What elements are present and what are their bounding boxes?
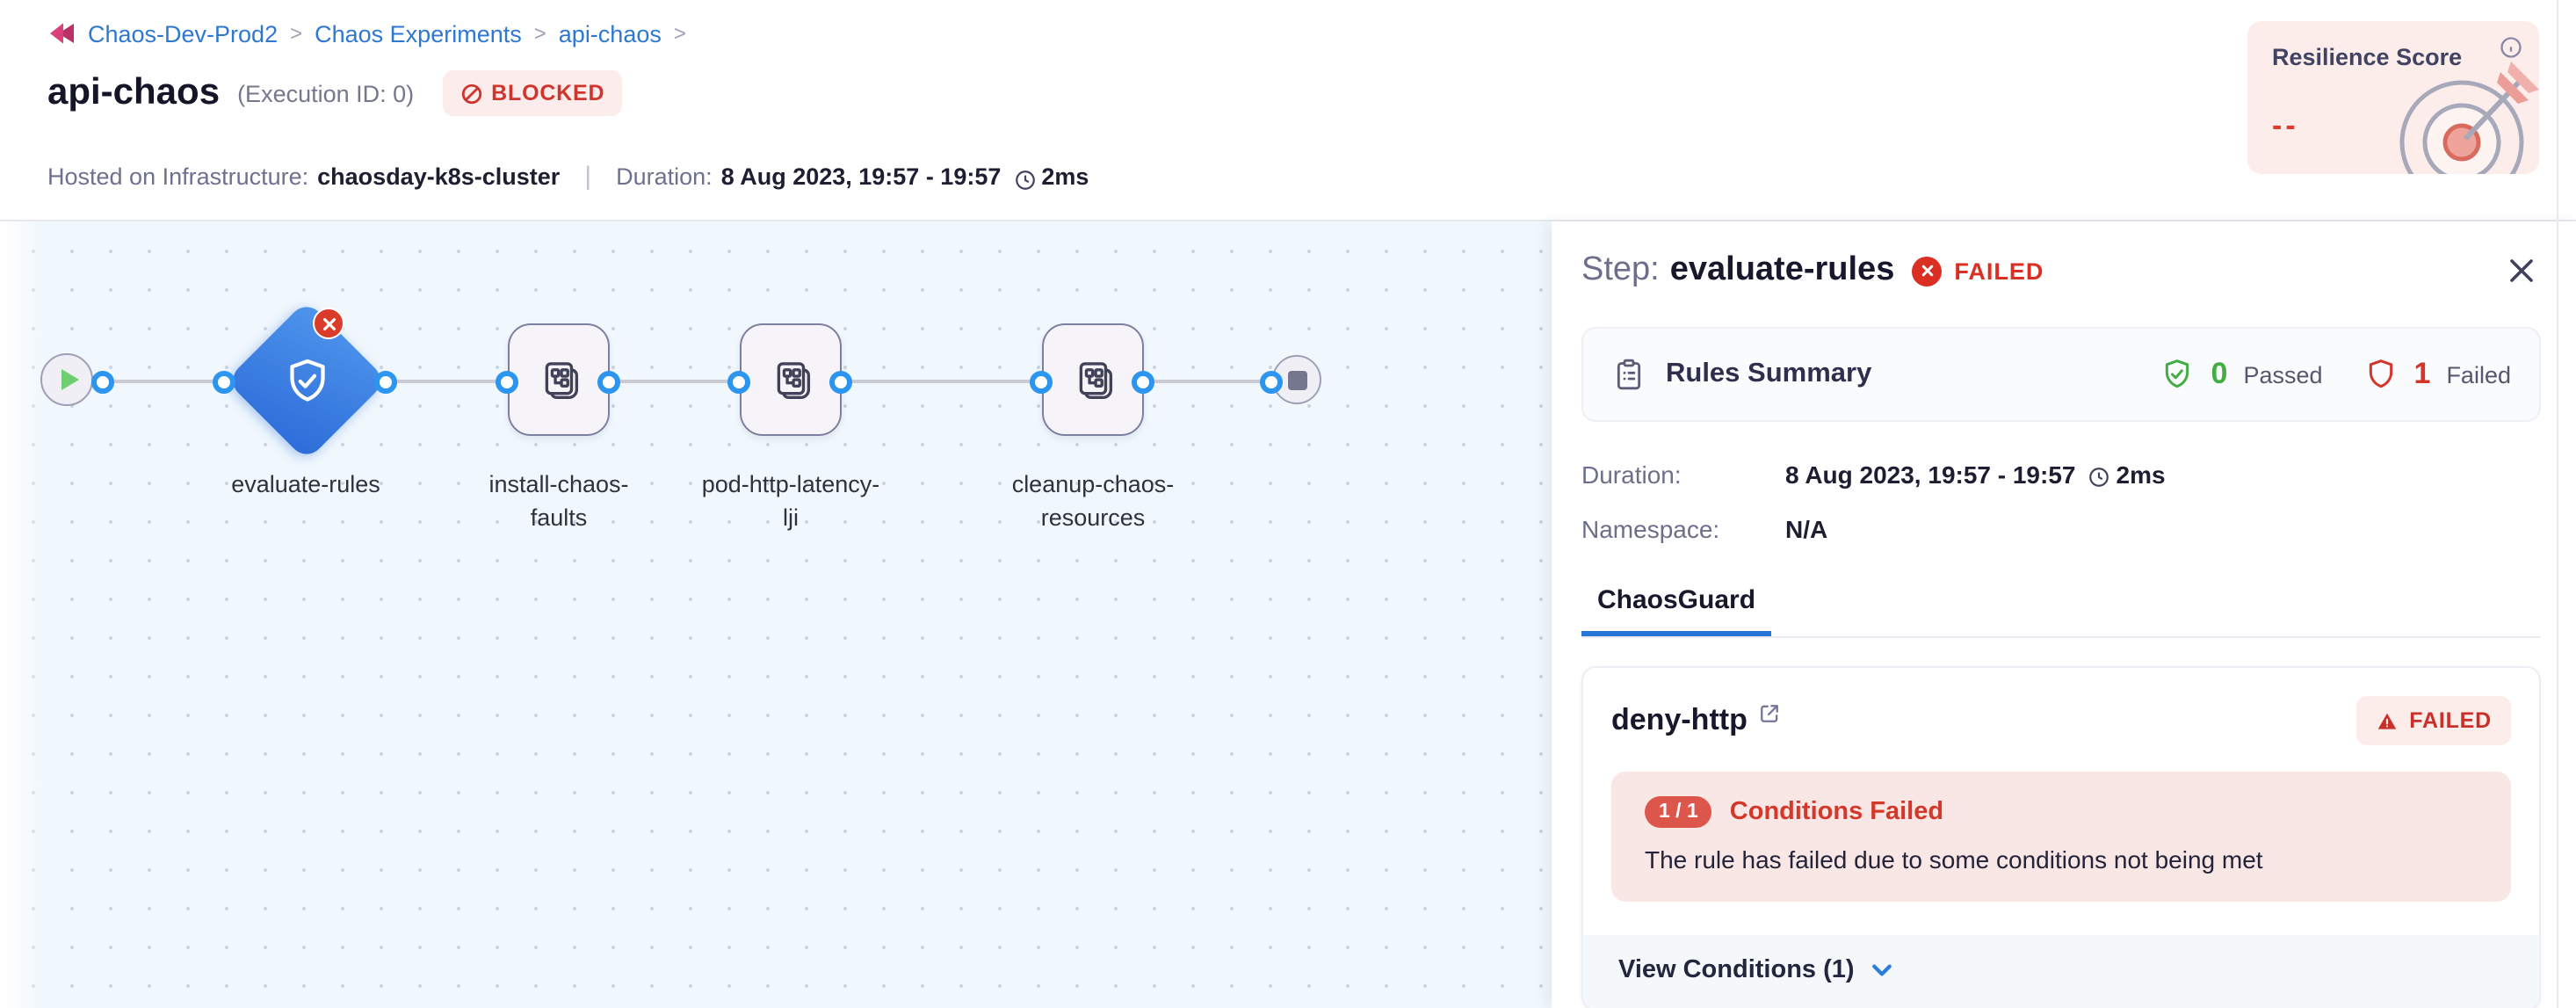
close-icon[interactable] [2502, 251, 2541, 290]
conditions-count-pill: 1 / 1 [1645, 796, 1712, 828]
chaos-step-icon [544, 361, 578, 399]
breadcrumb-link-chaos-experiments[interactable]: Chaos Experiments [315, 20, 522, 47]
step-node-pod-http-latency[interactable] [740, 323, 842, 436]
connector-port [1260, 370, 1283, 393]
info-icon[interactable] [2499, 35, 2523, 60]
rule-card-deny-http: deny-http FAILED 1 / 1 [1581, 666, 2541, 1008]
target-illustration [2388, 51, 2539, 174]
rule-name[interactable]: deny-http [1611, 703, 1747, 736]
scrollbar-gutter [2557, 0, 2558, 1008]
chaos-step-icon [776, 361, 810, 399]
step-status: FAILED [1954, 257, 2044, 284]
chaos-module-logo-icon[interactable] [47, 19, 76, 47]
view-conditions-label: View Conditions (1) [1618, 956, 1855, 984]
step-node-label: install-chaos-faults [488, 471, 629, 531]
step-name: evaluate-rules [1669, 251, 1895, 288]
pipeline-connector-line [88, 380, 1283, 383]
connector-port [829, 370, 852, 393]
prohibited-circle-icon [460, 83, 481, 104]
failed-label: Failed [2446, 361, 2511, 388]
passed-count: 0 [2211, 357, 2228, 390]
duration-elapsed: 2ms [2116, 460, 2166, 489]
panel-tabs: ChaosGuard [1581, 585, 2541, 638]
connector-port [727, 370, 750, 393]
passed-label: Passed [2243, 361, 2323, 388]
shield-check-icon [250, 323, 364, 438]
namespace-row: Namespace: N/A [1581, 515, 2541, 543]
connector-port [213, 370, 235, 393]
rule-status-badge: FAILED [2356, 696, 2511, 745]
conditions-failed-title: Conditions Failed [1729, 798, 1944, 826]
infrastructure-value: chaosday-k8s-cluster [317, 163, 561, 190]
connector-port [597, 370, 620, 393]
warning-triangle-icon [2377, 712, 2397, 729]
duration-value: 8 Aug 2023, 19:57 - 19:57 [1785, 460, 2076, 489]
shield-passed-icon [2166, 359, 2189, 388]
step-node-install-chaos-faults[interactable] [508, 323, 610, 436]
rules-summary-title: Rules Summary [1666, 359, 1872, 388]
page-header: Chaos-Dev-Prod2 > Chaos Experiments > ap… [0, 0, 2576, 221]
infrastructure-label: Hosted on Infrastructure: [47, 163, 309, 190]
step-node-cleanup-chaos-resources[interactable] [1042, 323, 1144, 436]
duration-label: Duration: [1581, 460, 1682, 489]
connector-port [374, 370, 397, 393]
breadcrumb-link-experiment[interactable]: api-chaos [558, 20, 662, 47]
breadcrumb-link-project[interactable]: Chaos-Dev-Prod2 [88, 20, 279, 47]
clock-icon [2088, 465, 2111, 488]
connector-port [1132, 370, 1154, 393]
shield-failed-icon [2369, 359, 2392, 388]
connector-port [496, 370, 518, 393]
chevron-down-icon [1872, 964, 1892, 976]
breadcrumb-separator: > [673, 21, 686, 46]
duration-label: Duration: [616, 163, 713, 190]
resilience-score-card: Resilience Score -- [2247, 21, 2539, 174]
conditions-failed-message: The rule has failed due to some conditio… [1645, 845, 2263, 874]
failed-circle-x-icon [1912, 256, 1943, 286]
tab-chaosguard[interactable]: ChaosGuard [1581, 585, 1772, 636]
step-label: Step: [1581, 251, 1660, 288]
clock-icon [1013, 169, 1036, 192]
status-badge-blocked: BLOCKED [442, 70, 623, 116]
namespace-value: N/A [1785, 515, 1828, 543]
step-node-label: cleanup-chaos-resources [1011, 471, 1175, 531]
duration-row: Duration: 8 Aug 2023, 19:57 - 19:57 2ms [1581, 460, 2541, 489]
experiment-meta: Hosted on Infrastructure: chaosday-k8s-c… [47, 162, 1089, 192]
step-node-label: pod-http-latency-lji [701, 471, 880, 531]
failed-count: 1 [2413, 357, 2431, 390]
external-link-icon[interactable] [1758, 701, 1783, 726]
connector-port [1030, 370, 1053, 393]
play-icon [61, 369, 78, 390]
step-details-panel: Step: evaluate-rules FAILED [1552, 221, 2576, 1008]
namespace-label: Namespace: [1581, 515, 1720, 543]
stop-icon [1287, 370, 1306, 389]
breadcrumb-separator: > [533, 21, 546, 46]
rules-summary-bar: Rules Summary 0 Passed 1 Failed [1581, 327, 2541, 422]
divider: | [584, 162, 592, 192]
step-node-evaluate-rules[interactable] [226, 300, 387, 461]
page-title: api-chaos [47, 72, 221, 112]
breadcrumb-separator: > [290, 21, 303, 46]
conditions-failed-alert: 1 / 1 Conditions Failed The rule has fai… [1611, 772, 2511, 902]
step-node-label: evaluate-rules [231, 471, 380, 497]
clipboard-icon [1611, 357, 1646, 392]
pipeline-start-node [40, 353, 93, 406]
failed-status-dot-icon [313, 308, 344, 339]
view-conditions-expander[interactable]: View Conditions (1) [1583, 935, 2539, 1008]
resilience-score-value: -- [2272, 109, 2299, 142]
duration-value: 8 Aug 2023, 19:57 - 19:57 [720, 163, 1002, 190]
resilience-score-title: Resilience Score [2272, 44, 2463, 70]
pipeline-canvas[interactable]: evaluate-rules install-chaos-faults [0, 221, 1552, 1008]
canvas-edge-fade [0, 221, 46, 1008]
duration-elapsed: 2ms [1041, 163, 1089, 190]
connector-port [91, 370, 114, 393]
execution-id: (Execution ID: 0) [237, 80, 415, 106]
breadcrumb: Chaos-Dev-Prod2 > Chaos Experiments > ap… [47, 19, 686, 47]
chaos-step-icon [1078, 361, 1112, 399]
